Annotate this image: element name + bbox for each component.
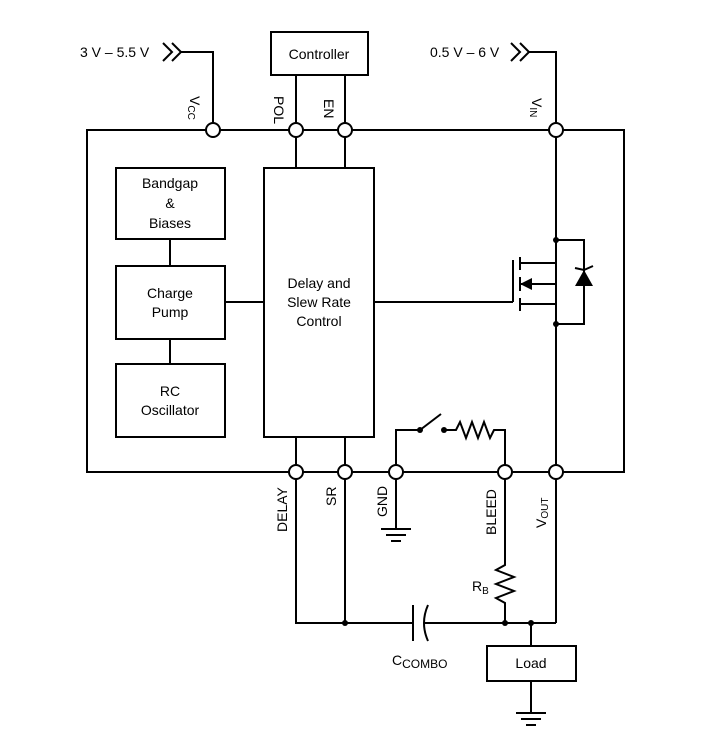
bandgap-label-2: & [165,195,175,211]
rc-oscillator-label-1: RC [160,383,180,399]
ccombo-label: CCOMBO [392,652,447,671]
vcc-pin [205,122,221,138]
delay-pin [288,464,304,480]
bleed-pin [497,464,513,480]
vin-supply-arrow [510,42,557,130]
vout-pin [548,464,564,480]
power-mosfet [512,130,594,472]
charge-pump-label-2: Pump [152,304,189,320]
rb-resistor [493,472,517,623]
gnd-pin-label: GND [374,486,390,517]
controller-block [270,31,369,76]
load-gnd-symbol [516,712,546,726]
delay-slew-label-3: Control [296,313,341,329]
vcc-supply-arrow [162,42,214,130]
vin-pin-label: VIN [527,98,545,117]
sr-pin [337,464,353,480]
vcc-range-label: 3 V – 5.5 V [80,44,150,60]
load-label: Load [515,655,546,671]
pol-pin [288,122,304,138]
bandgap-label-1: Bandgap [142,175,198,191]
delay-slew-label-2: Slew Rate [287,294,351,310]
sr-pin-label: SR [323,487,339,506]
bandgap-block [115,167,226,240]
delay-slew-block [263,167,375,438]
pol-pin-label: POL [271,96,287,124]
rc-oscillator-label-2: Oscillator [141,402,200,418]
vin-pin [548,122,564,138]
charge-pump-label-1: Charge [147,285,193,301]
gnd-pin [388,464,404,480]
vout-pin-label: VOUT [533,498,551,528]
vcc-pin-label: VCC [185,96,203,120]
rb-label: RB [472,578,489,597]
en-pin [337,122,353,138]
rc-oscillator-block [115,363,226,438]
delay-slew-label-1: Delay and [287,275,350,291]
delay-pin-label: DELAY [274,486,290,532]
delay-wire [295,472,413,624]
vin-range-label: 0.5 V – 6 V [430,44,500,60]
controller-label: Controller [289,46,350,62]
en-pin-label: EN [321,99,337,118]
gnd-symbol [381,528,411,542]
bleed-pin-label: BLEED [483,489,499,535]
bleed-switch [395,413,506,472]
body-diode [575,270,593,286]
bandgap-label-3: Biases [149,215,191,231]
charge-pump-block [115,265,226,340]
